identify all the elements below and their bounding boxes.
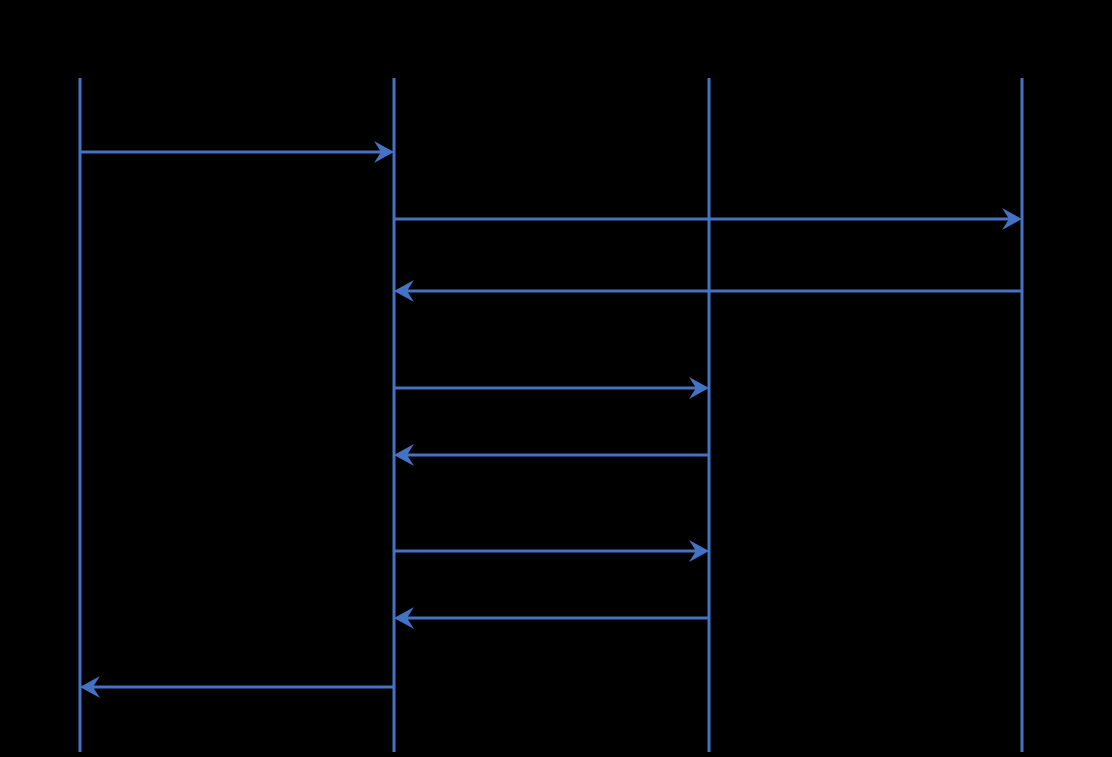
message-4 [394, 377, 709, 399]
message-2 [394, 208, 1022, 230]
message-1 [80, 141, 394, 163]
message-4-arrowhead-icon [689, 377, 709, 399]
message-5 [394, 444, 709, 466]
message-8-arrowhead-icon [80, 676, 100, 698]
message-6-arrowhead-icon [689, 540, 709, 562]
message-7-arrowhead-icon [394, 607, 414, 629]
message-3-arrowhead-icon [394, 280, 414, 302]
message-3 [394, 280, 1022, 302]
message-5-arrowhead-icon [394, 444, 414, 466]
message-1-arrowhead-icon [374, 141, 394, 163]
message-8 [80, 676, 394, 698]
message-6 [394, 540, 709, 562]
message-2-arrowhead-icon [1002, 208, 1022, 230]
message-7 [394, 607, 709, 629]
